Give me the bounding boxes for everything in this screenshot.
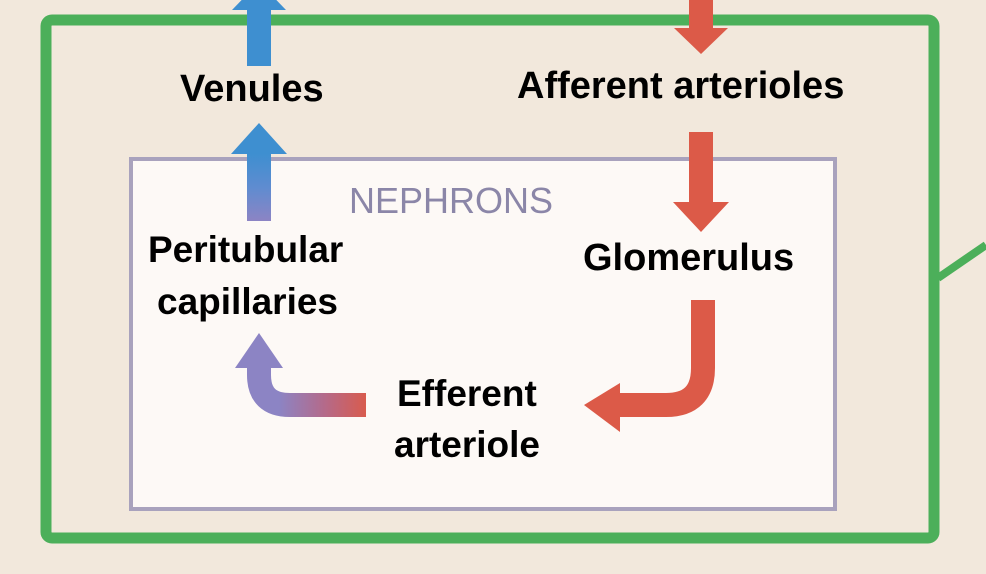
efferent-label-line2: arteriole [394,424,541,465]
efferent-to-peritubular-arrow [235,333,366,417]
glomerulus-to-efferent-arrow [584,300,715,432]
peritubular-label-line2: capillaries [157,281,339,322]
afferent-arterioles-label: Afferent arterioles [517,65,845,107]
peritubular-label-line1: Peritubular [148,229,344,270]
nephrons-title: NEPHRONS [349,180,554,221]
efferent-label-line1: Efferent [397,373,537,414]
venules-label: Venules [180,68,324,110]
peritubular-to-venules-arrow [231,123,287,221]
afferent-to-glomerulus-arrow [673,132,729,232]
connector-line [935,241,986,282]
outer-frame [40,14,940,544]
glomerulus-label: Glomerulus [583,237,795,279]
renal-artery-inflow-arrow [674,0,728,54]
venules-outflow-arrow [232,0,286,66]
